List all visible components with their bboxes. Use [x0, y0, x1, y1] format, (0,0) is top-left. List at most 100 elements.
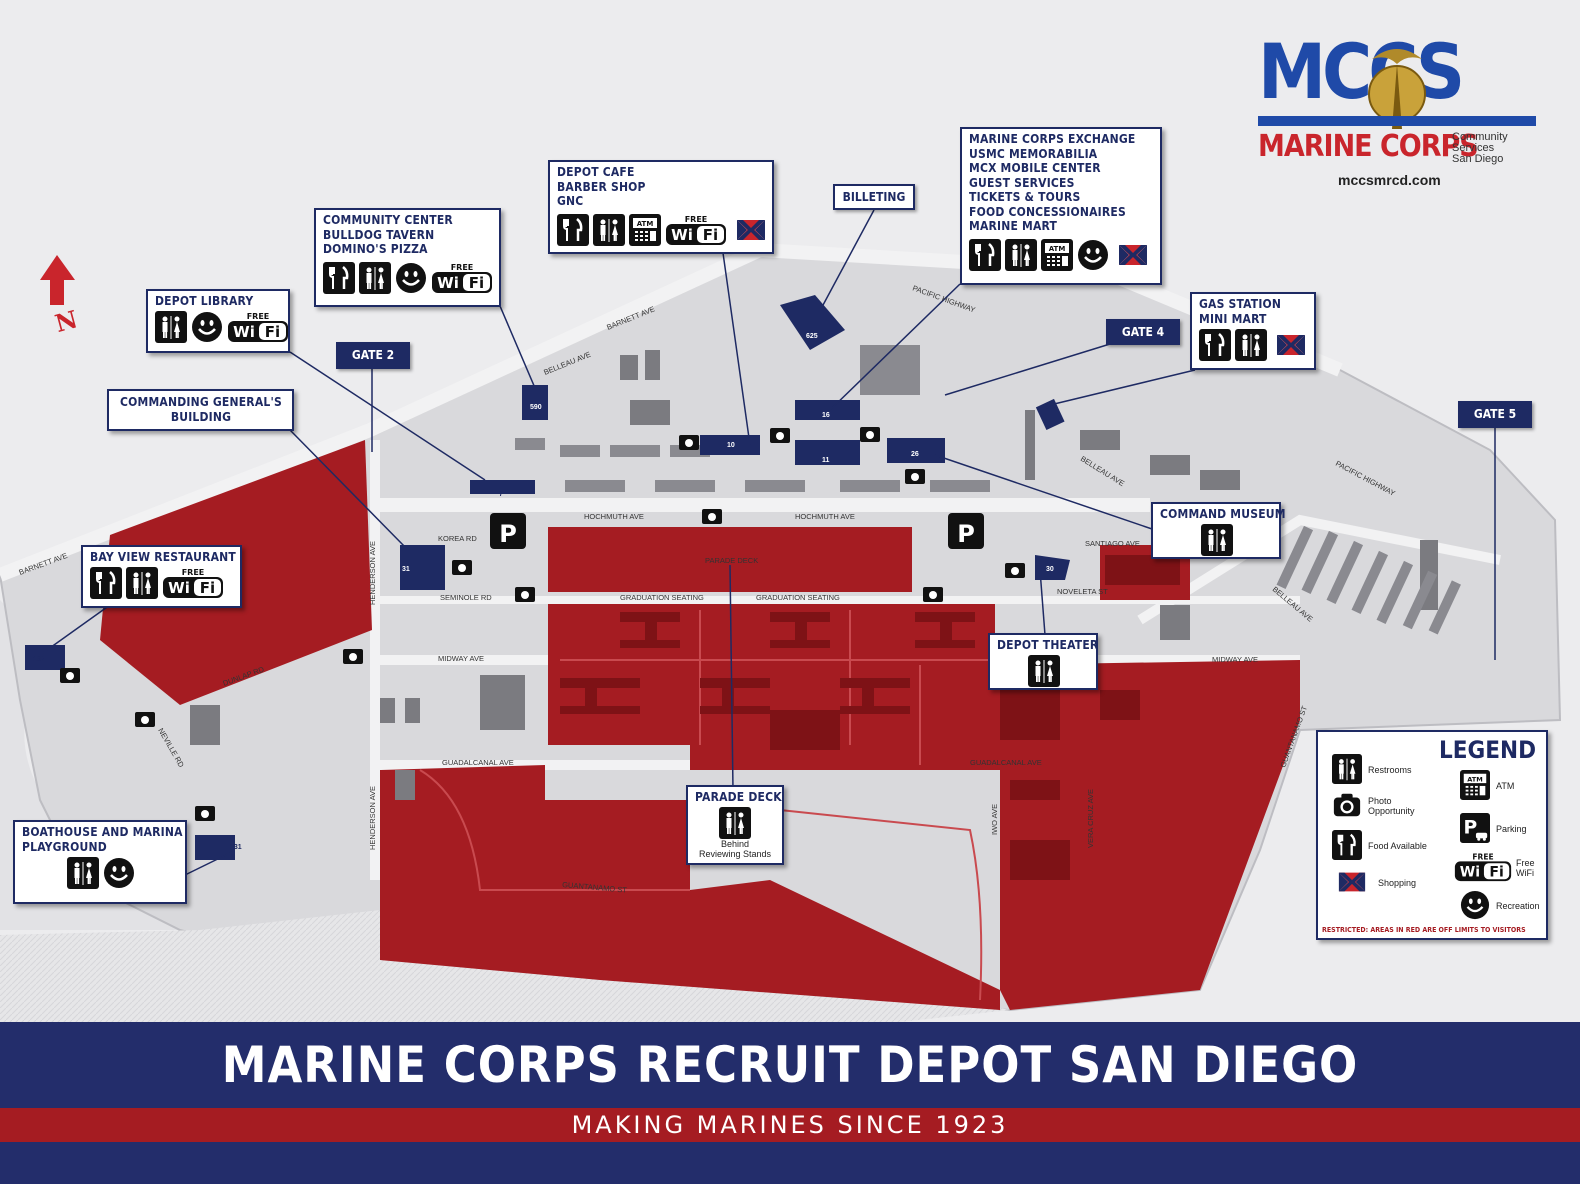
restroom-icon: [1200, 523, 1233, 556]
street-henderson-ave-1: HENDERSON AVE: [368, 541, 377, 605]
amenity-icons: [688, 805, 782, 839]
building-625: 625: [806, 333, 818, 340]
svg-text:Wi: Wi: [437, 274, 459, 292]
building-31: 31: [402, 566, 410, 573]
atm-icon: ATM: [629, 213, 661, 246]
food-icon: [1199, 329, 1231, 361]
food-icon: [557, 213, 589, 246]
recreation-smiley-icon: [192, 311, 222, 342]
callout-boathouse-marina[interactable]: BOATHOUSE AND MARINA PLAYGROUND: [13, 820, 187, 904]
street-labels: BARNETT AVE BELLEAU AVE PACIFIC HIGHWAY …: [18, 283, 1397, 895]
callout-community-center[interactable]: COMMUNITY CENTER BULLDOG TAVERN DOMINO'S…: [314, 208, 501, 307]
callout-commanding-general[interactable]: COMMANDING GENERAL'S BUILDING: [107, 389, 294, 431]
street-guadalcanal-ave-2: GUADALCANAL AVE: [970, 758, 1042, 767]
restroom-icon: [1005, 238, 1037, 271]
gate-4-label[interactable]: GATE 4: [1106, 319, 1180, 345]
parking-icon: P: [1460, 813, 1490, 843]
svg-text:Fi: Fi: [1489, 864, 1503, 880]
svg-text:Wi: Wi: [168, 579, 190, 597]
street-belleau-ave-top: BELLEAU AVE: [542, 350, 592, 377]
mccs-logo: MCCS MARINE CORPS Community Services San…: [1258, 34, 1548, 194]
amenity-icons: [15, 854, 185, 894]
logo-community-services: Community Services San Diego: [1452, 131, 1508, 165]
shopping-mcx-icon: [1338, 872, 1366, 892]
camera-icon: [1333, 793, 1361, 817]
street-guantanamo-st-right: GUANTANAMO ST: [1278, 704, 1309, 768]
street-seminole-rd: SEMINOLE RD: [440, 593, 492, 602]
banner-subtitle: MAKING MARINES SINCE 1923: [571, 1111, 1009, 1139]
amenity-icons: [1153, 522, 1279, 561]
banner-red-stripe: [0, 1108, 1580, 1142]
footer-banner: MARINE CORPS RECRUIT DEPOT SAN DIEGO MAK…: [0, 1022, 1580, 1184]
callout-depot-theater[interactable]: DEPOT THEATER: [988, 633, 1098, 690]
building-7: 7: [499, 491, 503, 498]
recreation-smiley-icon: [1460, 890, 1490, 920]
street-korea-rd: KOREA RD: [438, 534, 477, 543]
svg-text:ATM: ATM: [637, 220, 654, 228]
restroom-icon: [359, 261, 391, 294]
logo-mccs-text: MCCS: [1258, 27, 1465, 116]
gate-5-label[interactable]: GATE 5: [1458, 401, 1532, 428]
street-guantanamo-st: GUANTANAMO ST: [562, 880, 628, 895]
recreation-smiley-icon: [103, 858, 134, 888]
free-wifi-icon: FREE Wi Fi: [228, 312, 288, 342]
building-11: 11: [822, 457, 830, 464]
callout-command-museum[interactable]: COMMAND MUSEUM: [1151, 502, 1285, 561]
svg-text:Wi: Wi: [233, 323, 255, 341]
street-barnett-ave-left: BARNETT AVE: [18, 551, 69, 577]
shopping-mcx-icon: [737, 219, 765, 240]
street-barnett-ave-top: BARNETT AVE: [605, 304, 656, 331]
street-henderson-ave-2: HENDERSON AVE: [368, 786, 377, 850]
restroom-icon: [66, 857, 99, 889]
shopping-mcx-icon: [1119, 244, 1147, 265]
atm-icon: ATM: [1460, 770, 1490, 800]
callout-marine-corps-exchange[interactable]: MARINE CORPS EXCHANGE USMC MEMORABILIA M…: [960, 127, 1162, 285]
street-hochmuth-ave-2: HOCHMUTH AVE: [795, 512, 855, 521]
gate-2-label[interactable]: GATE 2: [336, 342, 410, 369]
svg-text:FREE: FREE: [247, 312, 270, 321]
amenity-icons: [1192, 326, 1314, 366]
street-neville-rd: NEVILLE RD: [156, 727, 186, 770]
restroom-icon: [719, 806, 751, 839]
street-graduation-seating-2: GRADUATION SEATING: [756, 593, 840, 602]
callout-gas-station[interactable]: GAS STATION MINI MART: [1190, 292, 1316, 370]
svg-text:FREE: FREE: [182, 568, 205, 577]
north-arrow: [40, 255, 75, 305]
street-santiago-ave: SANTIAGO AVE: [1085, 539, 1140, 548]
map-parade-deck-label: PARADE DECK: [705, 556, 758, 565]
logo-bar: [1258, 116, 1536, 126]
svg-text:P: P: [1463, 818, 1477, 839]
svg-text:Fi: Fi: [265, 323, 280, 341]
street-hochmuth-ave-1: HOCHMUTH AVE: [584, 512, 644, 521]
legend-shopping: Shopping: [1332, 867, 1416, 899]
callout-billeting[interactable]: BILLETING: [833, 184, 915, 210]
restroom-icon: [1027, 654, 1060, 687]
street-graduation-seating-1: GRADUATION SEATING: [620, 593, 704, 602]
amenity-icons: [990, 653, 1096, 692]
logo-marine-corps: MARINE CORPS: [1258, 129, 1479, 164]
recreation-smiley-icon: [1078, 239, 1108, 270]
map-parking-icon-2[interactable]: P: [957, 520, 975, 548]
callout-parade-deck[interactable]: PARADE DECK Behind Reviewing Stands: [686, 785, 784, 865]
map-parking-icon-1[interactable]: P: [499, 520, 517, 548]
svg-text:Wi: Wi: [1460, 864, 1480, 880]
ega-emblem-icon: [1368, 49, 1426, 129]
building-642: 642: [1045, 404, 1057, 411]
logo-url[interactable]: mccsmrcd.com: [1338, 172, 1441, 188]
shopping-mcx-icon: [1277, 335, 1305, 355]
svg-text:Fi: Fi: [469, 274, 484, 292]
svg-text:Fi: Fi: [703, 226, 718, 244]
amenity-icons: ATM: [962, 234, 1160, 276]
restroom-icon: [126, 566, 158, 599]
banner-title: MARINE CORPS RECRUIT DEPOT SAN DIEGO: [221, 1036, 1359, 1094]
